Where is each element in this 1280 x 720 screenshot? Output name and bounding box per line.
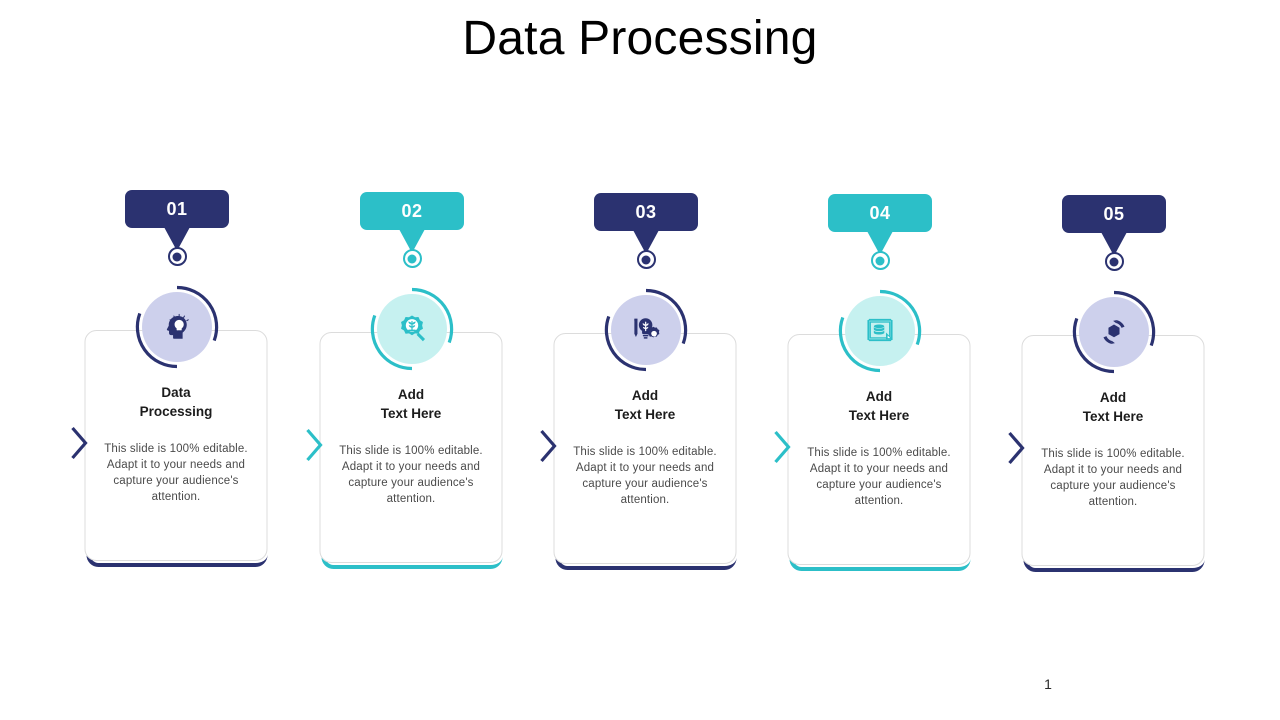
card-heading: Data Processing bbox=[139, 385, 213, 419]
step-number-label: 01 bbox=[166, 198, 188, 219]
hexagon-recycle-icon bbox=[1103, 320, 1125, 344]
icon-arc-ring bbox=[370, 287, 454, 371]
step-icon-disc bbox=[845, 296, 915, 366]
step-number-badge[interactable]: 01 bbox=[125, 190, 229, 228]
step-icon-disc bbox=[611, 295, 681, 365]
chevron-right-icon bbox=[1008, 431, 1025, 465]
step-card-shell: Data Processing This slide is 100% edita… bbox=[71, 330, 270, 567]
card-heading: Add Text Here bbox=[380, 387, 442, 421]
step-number-badge[interactable]: 03 bbox=[594, 193, 698, 231]
blueprint-database-icon bbox=[867, 318, 893, 342]
card-body-text: This slide is 100% editable. Adapt it to… bbox=[339, 445, 483, 505]
step-card-shell: Add Text Here This slide is 100% editabl… bbox=[540, 333, 739, 570]
step-card-shell: Add Text Here This slide is 100% editabl… bbox=[774, 334, 973, 571]
step-number-label: 05 bbox=[1103, 203, 1125, 224]
icon-arc-ring bbox=[838, 289, 922, 373]
step-dot-marker bbox=[167, 247, 187, 266]
process-step-05[interactable]: 05 Add Text Here This s bbox=[997, 0, 1231, 720]
step-dot-marker bbox=[1104, 252, 1124, 271]
step-dot-marker bbox=[636, 250, 656, 269]
process-step-01[interactable]: 01 bbox=[60, 0, 294, 720]
step-badge-wrap: 03 bbox=[591, 193, 701, 269]
step-card-shell: Add Text Here This slide is 100% editabl… bbox=[306, 332, 505, 569]
icon-arc-ring bbox=[604, 288, 688, 372]
pencil-lightbulb-gear-icon bbox=[634, 318, 660, 339]
card-body-text: This slide is 100% editable. Adapt it to… bbox=[807, 447, 951, 507]
card-heading: Add Text Here bbox=[848, 389, 910, 423]
step-dot-marker bbox=[402, 249, 422, 268]
process-step-04[interactable]: 04 bbox=[763, 0, 997, 720]
step-card[interactable]: Add Text Here This slide is 100% editabl… bbox=[1021, 335, 1205, 566]
step-number-badge[interactable]: 02 bbox=[360, 192, 464, 230]
step-badge-wrap: 05 bbox=[1059, 195, 1169, 271]
page-title: Data Processing bbox=[462, 12, 818, 65]
chevron-right-icon bbox=[774, 430, 791, 464]
step-number-label: 03 bbox=[635, 201, 657, 222]
step-icon-block[interactable] bbox=[134, 284, 220, 370]
step-icon-block[interactable] bbox=[369, 286, 455, 372]
step-card[interactable]: Add Text Here This slide is 100% editabl… bbox=[319, 332, 503, 563]
card-body-text: This slide is 100% editable. Adapt it to… bbox=[1041, 448, 1185, 508]
chevron-right-icon bbox=[540, 429, 557, 463]
card-heading: Add Text Here bbox=[614, 388, 676, 422]
card-body-text: This slide is 100% editable. Adapt it to… bbox=[104, 443, 248, 503]
step-dot-marker bbox=[870, 251, 890, 270]
process-step-03[interactable]: 03 bbox=[529, 0, 763, 720]
step-card-shell: Add Text Here This slide is 100% editabl… bbox=[1008, 335, 1207, 572]
head-lightbulb-icon bbox=[166, 313, 189, 339]
step-icon-disc bbox=[377, 294, 447, 364]
chevron-right-icon bbox=[71, 426, 88, 460]
icon-arc-ring bbox=[135, 285, 219, 369]
card-heading: Add Text Here bbox=[1082, 390, 1144, 424]
chevron-right-icon bbox=[306, 428, 323, 462]
step-icon-disc bbox=[1079, 297, 1149, 367]
step-number-label: 02 bbox=[401, 200, 423, 221]
step-icon-block[interactable] bbox=[837, 288, 923, 374]
page-number: 1 bbox=[1044, 676, 1052, 692]
step-badge-wrap: 02 bbox=[357, 192, 467, 268]
card-body-text: This slide is 100% editable. Adapt it to… bbox=[573, 446, 717, 506]
step-icon-block[interactable] bbox=[1071, 289, 1157, 375]
step-icon-disc bbox=[142, 292, 212, 362]
step-icon-block[interactable] bbox=[603, 287, 689, 373]
step-badge-wrap: 04 bbox=[825, 194, 935, 270]
process-step-02[interactable]: 02 bbox=[295, 0, 529, 720]
step-number-label: 04 bbox=[869, 202, 891, 223]
gear-plant-icon bbox=[401, 315, 426, 342]
step-card[interactable]: Add Text Here This slide is 100% editabl… bbox=[787, 334, 971, 565]
step-number-badge[interactable]: 04 bbox=[828, 194, 932, 232]
step-badge-wrap: 01 bbox=[122, 190, 232, 266]
icon-arc-ring bbox=[1072, 290, 1156, 374]
step-number-badge[interactable]: 05 bbox=[1062, 195, 1166, 233]
